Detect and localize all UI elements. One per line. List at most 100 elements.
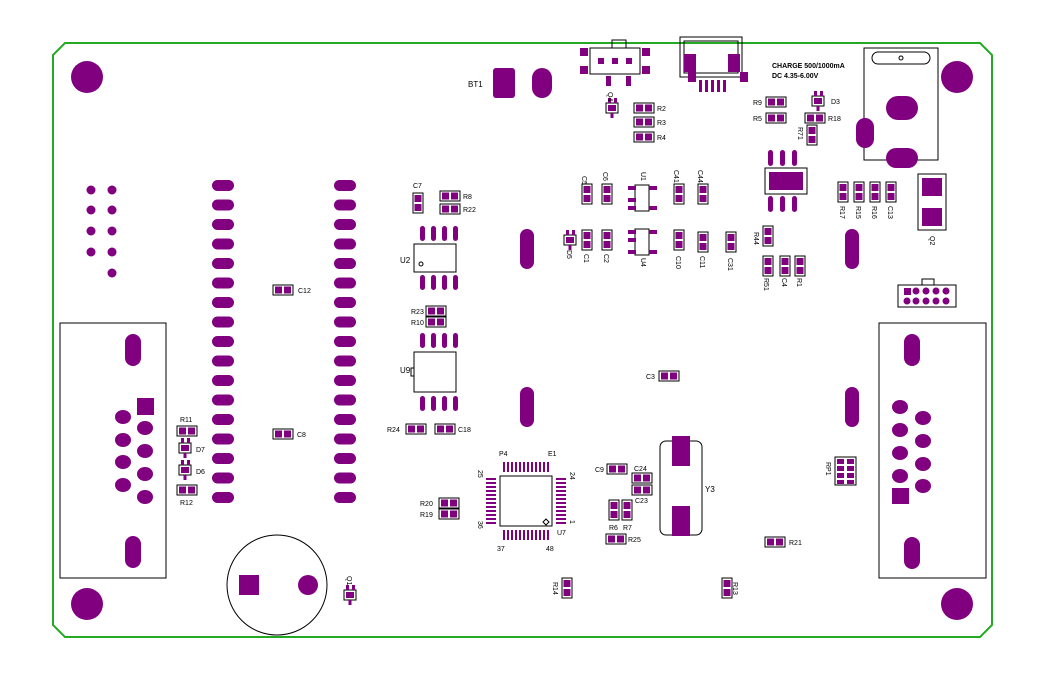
component-r21: R21: [764, 536, 802, 548]
qfp-pin: [486, 522, 496, 524]
component-r22: R22: [439, 203, 476, 215]
label-r19: R19: [420, 512, 433, 519]
label-c23: C23: [635, 498, 648, 505]
label-pin48: 48: [546, 546, 554, 553]
battery-bt1: BT1: [468, 68, 552, 98]
qfp-pin: [556, 514, 566, 516]
header-pin: [334, 492, 356, 503]
component-c41: C41: [672, 170, 685, 205]
label-r13: R13: [731, 582, 738, 595]
component-c2: C2: [601, 229, 613, 263]
label-d5: D5: [565, 250, 572, 259]
dc-jack: [856, 47, 939, 168]
qfp-pin: [486, 518, 496, 520]
component-r24: R24: [387, 423, 427, 435]
qfp-pin: [539, 462, 541, 472]
header-pin: [334, 219, 356, 230]
header-pin: [212, 199, 234, 211]
label-r6: R6: [609, 525, 618, 532]
qfp-pin: [519, 462, 521, 472]
db9-connector-left: [59, 322, 167, 579]
component-c6: C6: [601, 172, 613, 205]
label-c41: C41: [672, 170, 679, 183]
label-c11: C11: [698, 256, 705, 268]
label-p4: P4: [499, 451, 508, 458]
qfp-pin: [556, 510, 566, 512]
component-r11: R11: [176, 417, 198, 437]
header-pin: [212, 277, 234, 289]
component-r14: R14: [551, 577, 573, 599]
header-pin: [212, 180, 234, 191]
qfp-pin: [507, 462, 509, 472]
component-r6: R6: [608, 499, 620, 532]
label-r3: R3: [657, 120, 666, 127]
header-pin: [212, 297, 234, 308]
component-r1: R1: [794, 255, 806, 287]
component-d3: D3: [811, 91, 840, 111]
label-c44: C44: [696, 170, 703, 183]
component-r20: R20: [420, 497, 460, 509]
qfp-pin: [556, 522, 566, 524]
component-r8: R8: [439, 190, 472, 202]
header-pin: [334, 277, 356, 289]
label-r5: R5: [753, 116, 762, 123]
regulator-u1: U1: [628, 172, 657, 212]
header-pin: [212, 336, 234, 347]
label-u9: U9: [400, 366, 411, 375]
header-pin: [334, 375, 356, 386]
component-r12: R12: [176, 484, 198, 507]
header-pin: [334, 316, 356, 328]
qfp-pin: [556, 486, 566, 488]
label-d6: D6: [196, 469, 205, 476]
qfp-pin: [486, 482, 496, 484]
label-r71: R71: [796, 127, 803, 140]
component-c9: C9: [595, 463, 628, 475]
qfp-pin: [523, 530, 525, 540]
label-r11: R11: [180, 417, 192, 424]
label-c7: C7: [413, 183, 422, 190]
header-pin: [212, 316, 234, 328]
charge-note-line2: DC 4.35-6.00V: [772, 73, 819, 80]
label-u4: U4: [639, 258, 646, 267]
header-pin: [334, 472, 356, 484]
qfp-pin: [556, 502, 566, 504]
component-r23: R23: [411, 305, 447, 317]
header-pin: [334, 336, 356, 347]
label-r23: R23: [411, 309, 424, 316]
label-c18: C18: [458, 427, 471, 434]
label-pin24: 24: [568, 472, 575, 480]
qfp-pin: [523, 462, 525, 472]
qfp-pin: [486, 478, 496, 480]
component-q4: Q4: [605, 92, 619, 118]
component-r3: R3: [633, 116, 666, 128]
component-c3: C3: [646, 370, 680, 382]
qfp-pin: [486, 514, 496, 516]
label-c13: C13: [886, 206, 893, 219]
label-c4: C4: [780, 278, 787, 287]
component-c10: C10: [673, 229, 685, 269]
header-pin: [212, 453, 234, 464]
component-r19: R19: [420, 508, 460, 520]
label-r9: R9: [753, 100, 762, 107]
header-pin: [212, 258, 234, 269]
component-c4: C4: [779, 255, 791, 287]
pin-header-left: [212, 180, 234, 503]
qfp-pin: [503, 462, 505, 472]
mosfet-q2: Q2: [917, 173, 947, 245]
component-d6: D6: [178, 460, 205, 480]
component-r7: R7: [621, 499, 633, 532]
header-pin: [212, 394, 234, 406]
label-c2: C2: [602, 254, 609, 263]
header-pin: [212, 433, 234, 445]
label-r24: R24: [387, 427, 400, 434]
label-rp1: RP1: [824, 462, 831, 476]
header-pin: [212, 414, 234, 425]
label-r15: R15: [854, 206, 861, 219]
qfp-pin: [486, 490, 496, 492]
header-pin: [334, 199, 356, 211]
label-r18: R18: [828, 116, 841, 123]
qfp-pin: [511, 462, 513, 472]
component-r5: R5: [753, 112, 787, 124]
ic-u9: U9: [400, 333, 458, 411]
label-c31: C31: [726, 258, 733, 271]
